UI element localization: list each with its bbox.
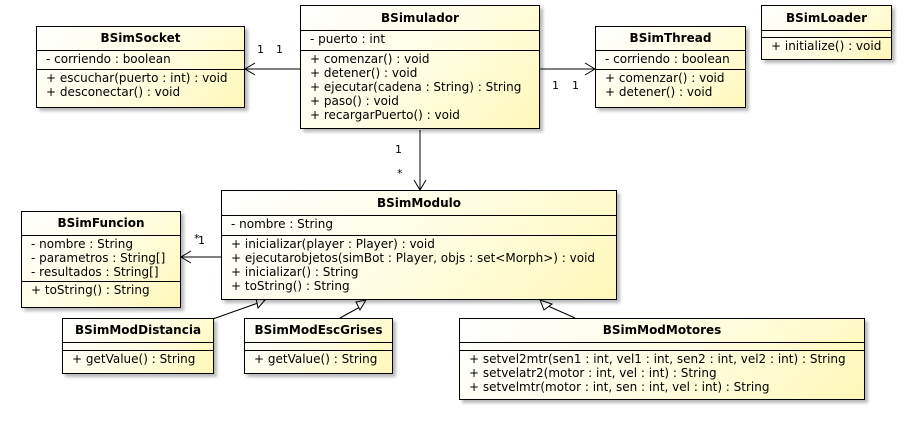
operations-section: + comenzar() : void+ detener() : void+ e… [301, 51, 539, 124]
attribute-row: - nombre : String [231, 217, 333, 231]
association-sim-modulo [413, 130, 427, 191]
operation-row: + detener() : void [310, 66, 418, 80]
class-bsimfuncion[interactable]: BSimFuncion - nombre : String- parametro… [21, 211, 181, 308]
generalization-motores-modulo [539, 299, 576, 319]
generalization-grises-modulo [339, 299, 368, 319]
class-name: BSimModEscGrises [245, 319, 392, 343]
attributes-section: - nombre : String- parametros : String[]… [22, 236, 180, 282]
class-name: BSimModMotores [460, 319, 864, 343]
operation-row: + comenzar() : void [605, 71, 725, 85]
operations-section: + getValue() : String [63, 351, 213, 368]
operation-row: + setvelmtr(motor : int, sen : int, vel … [469, 380, 770, 394]
attribute-row: - puerto : int [310, 32, 386, 46]
operation-row: + ejecutarobjetos(simBot : Player, objs … [231, 251, 596, 265]
attribute-row: - parametros : String[] [31, 251, 166, 265]
class-name: BSimThread [596, 27, 745, 51]
operation-row: + inicializar(player : Player) : void [231, 237, 435, 251]
operation-row: + setvelatr2(motor : int, vel : int) : S… [469, 366, 717, 380]
operation-row: + recargarPuerto() : void [310, 108, 460, 122]
attributes-section [63, 343, 213, 351]
operation-row: + paso() : void [310, 94, 399, 108]
class-name: BSimulador [301, 6, 539, 31]
class-bsimmoddistancia[interactable]: BSimModDistancia + getValue() : String [62, 318, 214, 374]
attributes-section: - puerto : int [301, 31, 539, 51]
class-bsimulador[interactable]: BSimulador - puerto : int + comenzar() :… [300, 5, 540, 129]
multiplicity-label: * [397, 167, 403, 180]
association-sim-thread [540, 62, 596, 76]
operation-row: + desconectar() : void [46, 85, 181, 99]
attribute-row: - corriendo : boolean [605, 52, 730, 66]
attribute-row: - corriendo : boolean [46, 52, 171, 66]
operations-section: + inicializar(player : Player) : void+ e… [222, 236, 616, 295]
operation-row: + detener() : void [605, 85, 713, 99]
operations-section: + escuchar(puerto : int) : void+ descone… [37, 70, 244, 101]
multiplicity-label: 1 [257, 43, 264, 56]
operation-row: + inicializar() : String [231, 265, 359, 279]
attributes-section: - corriendo : boolean [37, 51, 244, 70]
operation-row: + comenzar() : void [310, 52, 430, 66]
attributes-section [762, 31, 891, 38]
class-name: BSimModulo [222, 191, 616, 216]
attribute-row: - nombre : String [31, 237, 133, 251]
attributes-section [245, 343, 392, 351]
class-name: BSimLoader [762, 6, 891, 31]
class-bsimloader[interactable]: BSimLoader + initialize() : void [761, 5, 892, 60]
operations-section: + toString() : String [22, 282, 180, 299]
operation-row: + initialize() : void [771, 39, 882, 53]
operations-section: + getValue() : String [245, 351, 392, 368]
multiplicity-label: 1 [552, 79, 559, 92]
attributes-section: - corriendo : boolean [596, 51, 745, 70]
operations-section: + initialize() : void [762, 38, 891, 55]
operations-section: + comenzar() : void+ detener() : void [596, 70, 745, 101]
multiplicity-label: 1 [395, 143, 402, 156]
operation-row: + getValue() : String [254, 352, 378, 366]
operation-row: + ejecutar(cadena : String) : String [310, 80, 522, 94]
class-name: BSimSocket [37, 27, 244, 51]
class-name: BSimModDistancia [63, 319, 213, 343]
class-bsimmodmotores[interactable]: BSimModMotores + setvel2mtr(sen1 : int, … [459, 318, 865, 400]
operation-row: + setvel2mtr(sen1 : int, vel1 : int, sen… [469, 352, 846, 366]
multiplicity-label: 1 [276, 43, 283, 56]
operation-row: + getValue() : String [72, 352, 196, 366]
attributes-section [460, 343, 864, 351]
class-name: BSimFuncion [22, 212, 180, 236]
operation-row: + toString() : String [31, 283, 150, 297]
class-bsimsocket[interactable]: BSimSocket - corriendo : boolean + escuc… [36, 26, 245, 108]
multiplicity-label: 1 [572, 79, 579, 92]
class-bsimthread[interactable]: BSimThread - corriendo : boolean + comen… [595, 26, 746, 108]
class-bsimmodulo[interactable]: BSimModulo - nombre : String + inicializ… [221, 190, 617, 300]
operation-row: + toString() : String [231, 279, 350, 293]
attributes-section: - nombre : String [222, 216, 616, 236]
association-sim-socket [244, 62, 300, 76]
generalization-distancia-modulo [209, 297, 266, 321]
operations-section: + setvel2mtr(sen1 : int, vel1 : int, sen… [460, 351, 864, 396]
multiplicity-label: * [194, 232, 200, 245]
association-modulo-funcion [180, 250, 221, 264]
attribute-row: - resultados : String[] [31, 265, 159, 279]
class-bsimmodescgrises[interactable]: BSimModEscGrises + getValue() : String [244, 318, 393, 374]
multiplicity-label: 1 [198, 234, 205, 247]
operation-row: + escuchar(puerto : int) : void [46, 71, 228, 85]
